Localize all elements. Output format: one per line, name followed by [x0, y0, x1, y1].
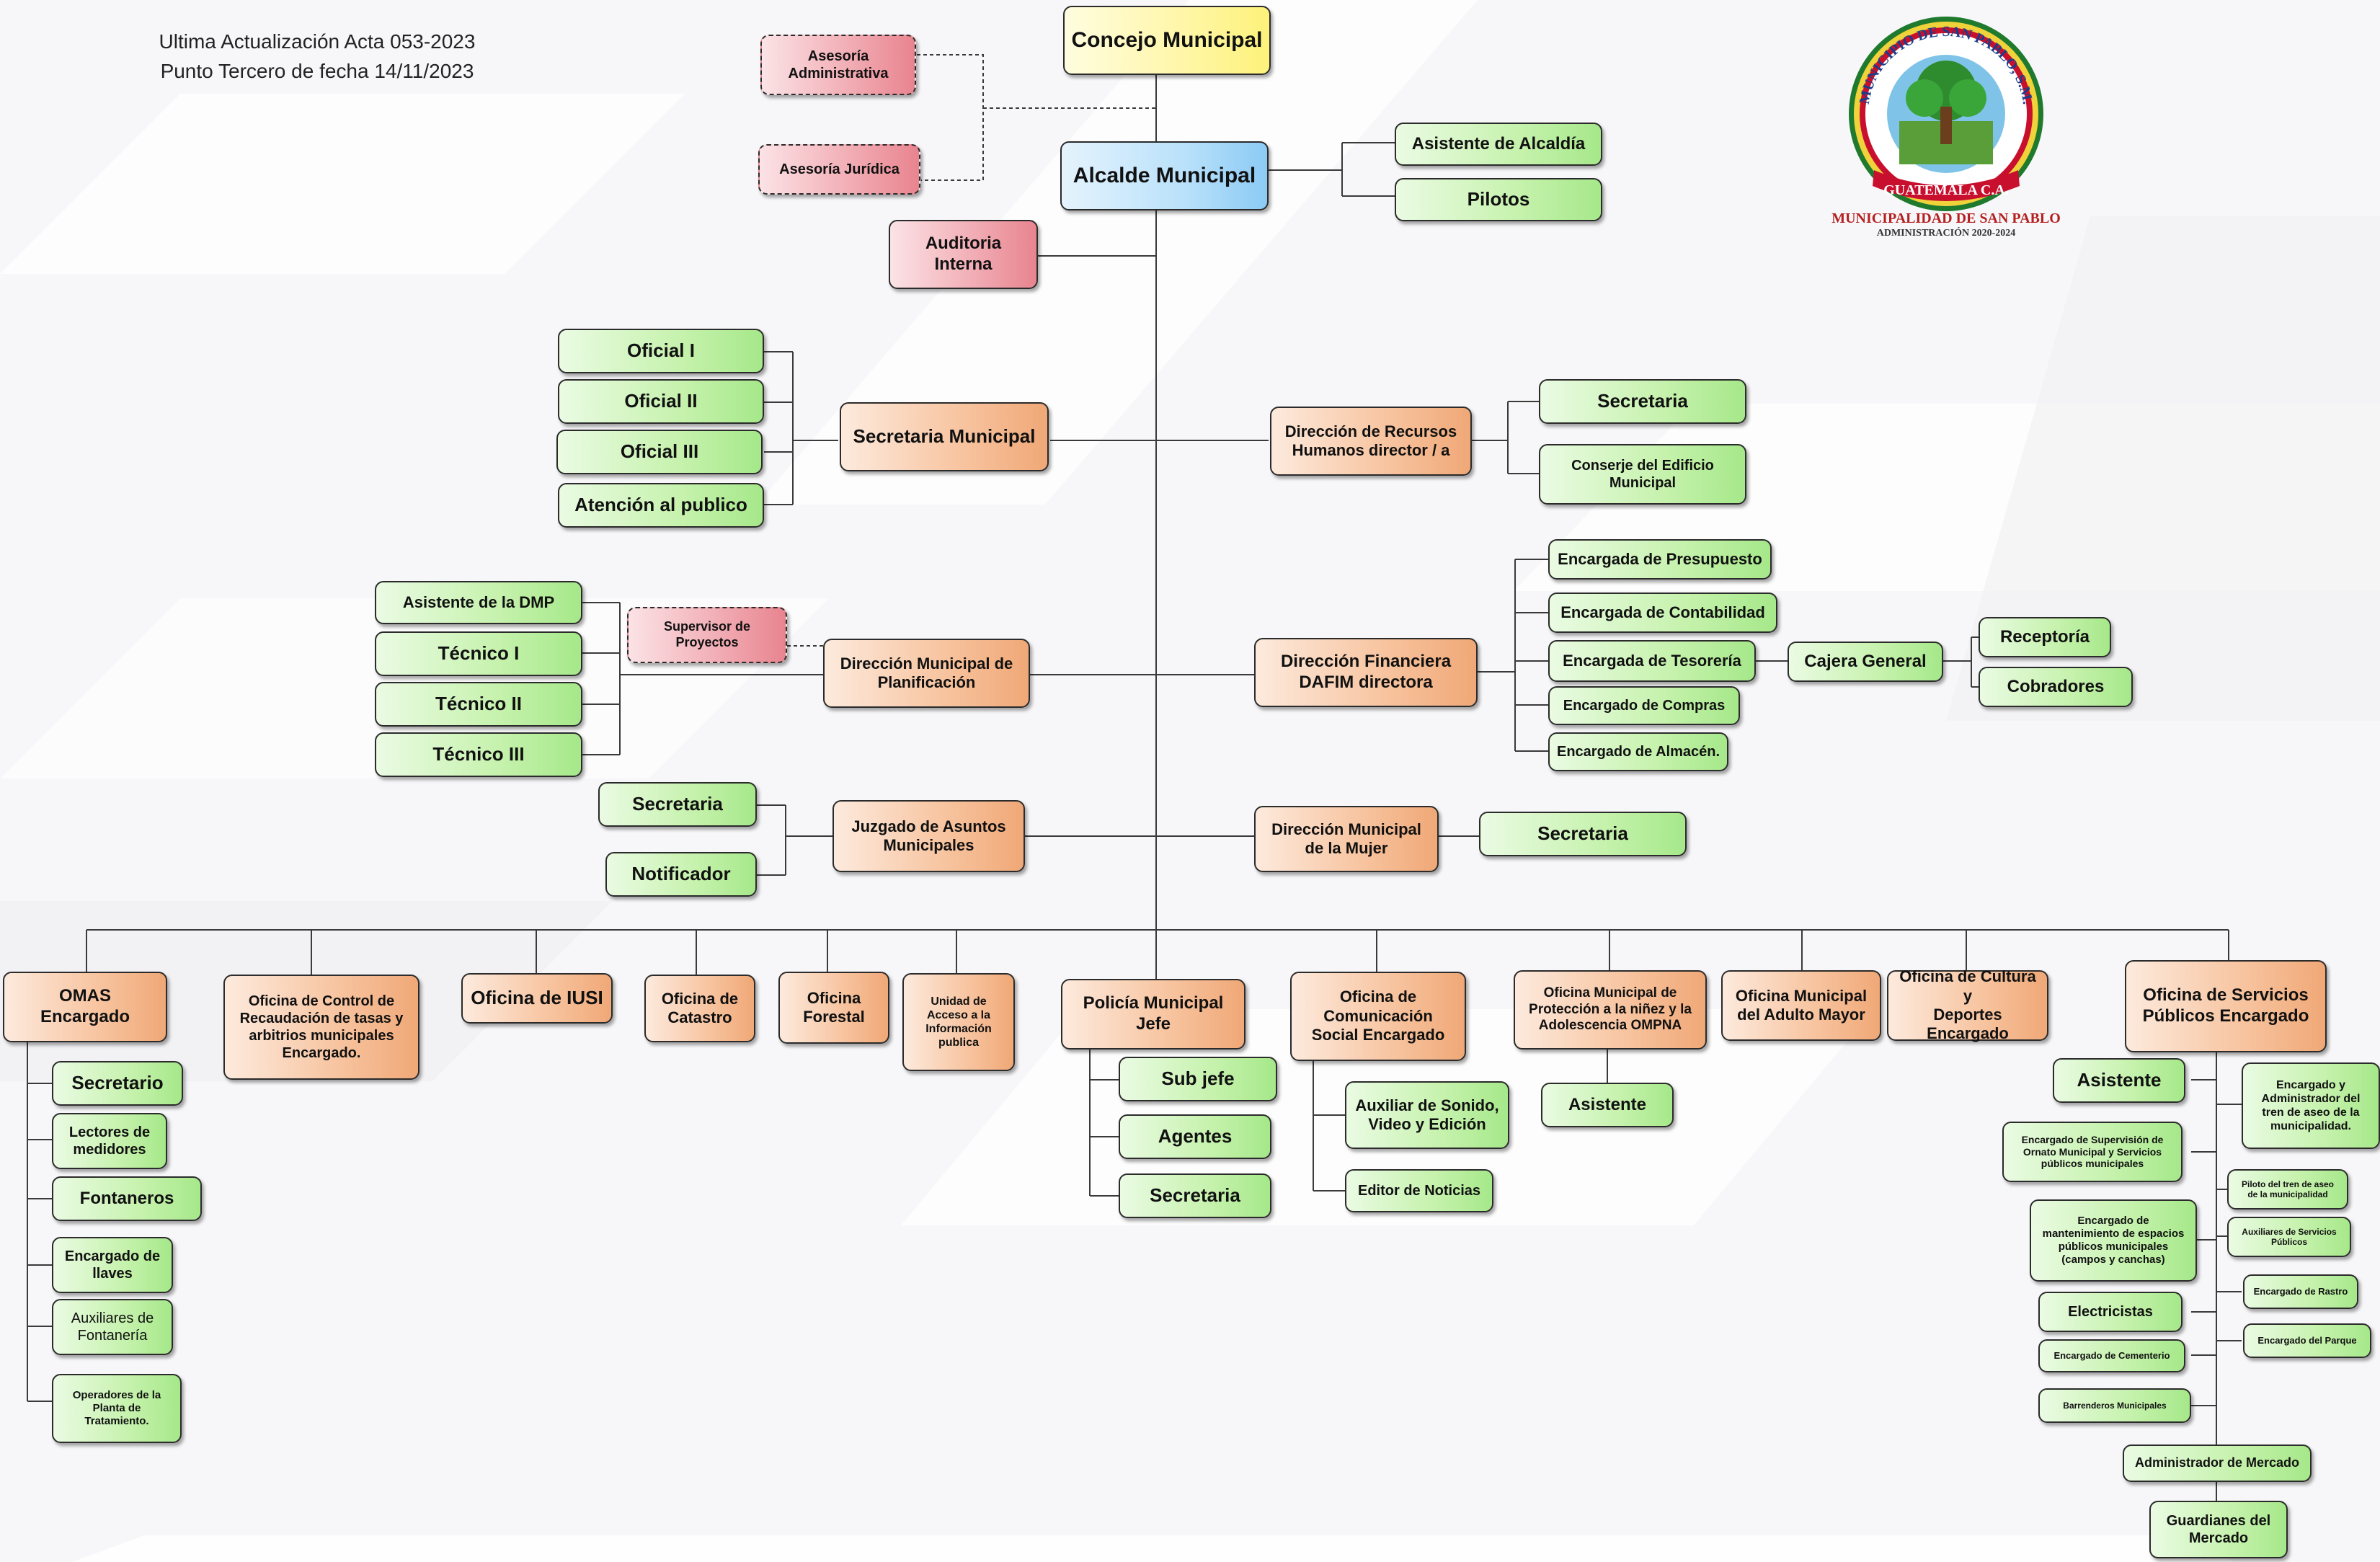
- node-cajera-general: Cajera General: [1788, 642, 1943, 682]
- node-juzgado-secretaria: Secretaria: [598, 782, 757, 827]
- node-supervisor-proyectos: Supervisor de Proyectos: [627, 607, 787, 663]
- node-servicios-asistente: Asistente: [2053, 1058, 2185, 1103]
- node-editor-noticias: Editor de Noticias: [1345, 1169, 1493, 1212]
- node-aux-fontaneria: Auxiliares de Fontanería: [52, 1299, 173, 1355]
- node-oficial-1: Oficial I: [558, 329, 764, 373]
- node-rastro: Encargado de Rastro: [2243, 1274, 2358, 1309]
- node-conserje: Conserje del Edificio Municipal: [1539, 444, 1746, 505]
- node-cementerio: Encargado de Cementerio: [2038, 1339, 2185, 1372]
- node-contabilidad: Encargada de Contabilidad: [1548, 593, 1777, 633]
- node-omas-secretario: Secretario: [52, 1061, 183, 1106]
- node-electricistas: Electricistas: [2038, 1292, 2183, 1332]
- node-tecnico-2: Técnico II: [375, 682, 582, 727]
- node-parque: Encargado del Parque: [2243, 1323, 2371, 1358]
- node-cobradores: Cobradores: [1979, 667, 2133, 707]
- node-control-recaudacion: Oficina de Control de Recaudación de tas…: [223, 975, 419, 1080]
- node-mantenimiento: Encargado de mantenimiento de espacios p…: [2030, 1199, 2197, 1282]
- node-catastro: Oficina de Catastro: [644, 975, 755, 1042]
- node-juzgado: Juzgado de Asuntos Municipales: [832, 800, 1025, 872]
- update-line-2: Punto Tercero de fecha 14/11/2023: [160, 59, 474, 82]
- node-tesoreria: Encargada de Tesorería: [1548, 640, 1756, 682]
- node-asistente-dmp: Asistente de la DMP: [375, 581, 582, 624]
- node-acceso-informacion: Unidad de Acceso a la Información public…: [902, 973, 1015, 1071]
- node-presupuesto: Encargada de Presupuesto: [1548, 539, 1772, 580]
- node-asistente-alcaldia: Asistente de Alcaldía: [1395, 123, 1602, 166]
- node-almacen: Encargado de Almacén.: [1548, 732, 1728, 771]
- node-alcalde-municipal: Alcalde Municipal: [1060, 141, 1269, 210]
- node-servicios-publicos: Oficina de Servicios Públicos Encargado: [2125, 960, 2327, 1052]
- node-mujer-secretaria: Secretaria: [1479, 812, 1687, 856]
- node-asesoria-administrativa: Asesoría Administrativa: [760, 35, 916, 95]
- node-iusi: Oficina de IUSI: [461, 973, 613, 1024]
- node-policia-municipal: Policía Municipal Jefe: [1061, 979, 1245, 1050]
- node-omas: OMAS Encargado: [3, 972, 167, 1042]
- node-piloto-tren: Piloto del tren de aseo de la municipali…: [2227, 1169, 2348, 1210]
- node-ompna: Oficina Municipal de Protección a la niñ…: [1514, 970, 1707, 1050]
- node-direccion-rrhh: Dirección de Recursos Humanos director /…: [1270, 407, 1472, 476]
- seal-banner-text: GUATEMALA C.A.: [1883, 182, 2009, 198]
- node-tecnico-3: Técnico III: [375, 732, 582, 777]
- node-notificador: Notificador: [605, 852, 757, 897]
- node-admin-mercado: Administrador de Mercado: [2123, 1445, 2312, 1482]
- node-receptoria: Receptoría: [1979, 617, 2111, 657]
- node-encargado-llaves: Encargado de llaves: [52, 1237, 173, 1293]
- node-operadores-planta: Operadores de la Planta de Tratamiento.: [52, 1374, 182, 1443]
- node-pilotos: Pilotos: [1395, 178, 1602, 221]
- node-cultura-deportes: Oficina de Cultura y Deportes Encargado: [1887, 967, 2048, 1042]
- node-secretaria-municipal: Secretaria Municipal: [840, 402, 1049, 471]
- logo-subcaption: ADMINISTRACIÓN 2020-2024: [1876, 228, 2016, 239]
- node-policia-secretaria: Secretaria: [1119, 1173, 1271, 1218]
- node-direccion-mujer: Dirección Municipal de la Mujer: [1254, 806, 1439, 872]
- node-aux-servicios: Auxiliares de Servicios Públicos: [2227, 1217, 2351, 1257]
- node-agentes: Agentes: [1119, 1114, 1271, 1159]
- node-asesoria-juridica: Asesoría Jurídica: [758, 144, 920, 195]
- node-comunicacion-social: Oficina de Comunicación Social Encargado: [1290, 972, 1466, 1061]
- node-sub-jefe: Sub jefe: [1119, 1057, 1277, 1101]
- node-lectores-medidores: Lectores de medidores: [52, 1113, 167, 1169]
- node-aux-sonido: Auxiliar de Sonido, Video y Edición: [1345, 1081, 1509, 1149]
- node-rrhh-secretaria: Secretaria: [1539, 379, 1746, 424]
- update-line-1: Ultima Actualización Acta 053-2023: [159, 30, 476, 53]
- logo-caption: MUNICIPALIDAD DE SAN PABLO: [1831, 210, 2061, 226]
- node-fontaneros: Fontaneros: [52, 1176, 202, 1221]
- node-ornato: Encargado de Supervisión de Ornato Munic…: [2002, 1122, 2183, 1182]
- node-oficial-3: Oficial III: [556, 430, 763, 474]
- node-auditoria-interna: Auditoria Interna: [889, 220, 1038, 289]
- node-ompna-asistente: Asistente: [1541, 1083, 1674, 1127]
- node-tren-aseo: Encargado y Administrador del tren de as…: [2242, 1062, 2380, 1149]
- node-atencion-publico: Atención al publico: [558, 483, 764, 528]
- node-tecnico-1: Técnico I: [375, 631, 582, 676]
- node-adulto-mayor: Oficina Municipal del Adulto Mayor: [1721, 970, 1881, 1041]
- node-oficial-2: Oficial II: [558, 379, 764, 424]
- update-note: Ultima Actualización Acta 053-2023 Punto…: [144, 27, 490, 86]
- node-forestal: Oficina Forestal: [778, 972, 889, 1044]
- node-barrenderos: Barrenderos Municipales: [2038, 1388, 2191, 1423]
- node-concejo-municipal: Concejo Municipal: [1063, 6, 1271, 75]
- municipality-seal-icon: MUNICIPIO DE SAN PABLO, S.M. GUATEMALA C…: [1849, 17, 2043, 211]
- node-guardianes-mercado: Guardianes del Mercado: [2149, 1501, 2288, 1558]
- node-compras: Encargado de Compras: [1548, 686, 1740, 725]
- node-dafim: Dirección Financiera DAFIM directora: [1254, 638, 1478, 707]
- node-planificacion: Dirección Municipal de Planificación: [823, 639, 1030, 708]
